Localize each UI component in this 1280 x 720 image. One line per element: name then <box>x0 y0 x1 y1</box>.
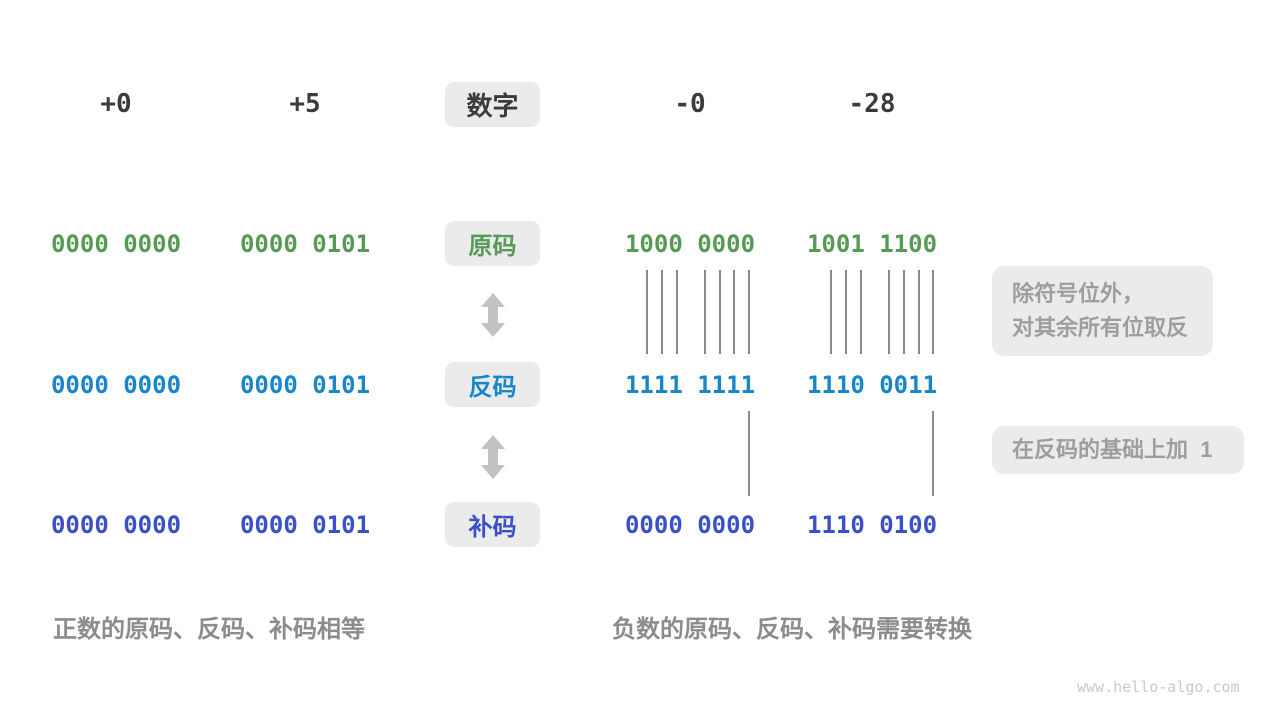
bit-connector-line <box>918 270 920 354</box>
sign-magnitude-bits-minus0: 1000 0000 <box>624 230 756 258</box>
tag-sign-magnitude: 原码 <box>445 221 540 266</box>
tag-ones-complement: 反码 <box>445 362 540 407</box>
bit-connector-line <box>932 270 934 354</box>
carry-connector-line <box>932 411 934 496</box>
annotation-invert-box: 除符号位外， 对其余所有位取反 <box>992 266 1213 356</box>
header-value-plus0: +0 <box>100 89 132 119</box>
updown-arrow-icon <box>481 435 505 479</box>
bit-connector-line <box>704 270 706 354</box>
tag-ones-complement-text: 反码 <box>468 374 517 401</box>
twos-complement-bits-plus0: 0000 0000 <box>50 511 182 539</box>
annotation-add-one-text: 在反码的基础上加 1 <box>1012 437 1213 462</box>
bit-connector-line <box>661 270 663 354</box>
ones-complement-bits-plus0: 0000 0000 <box>50 371 182 399</box>
twos-complement-bits-plus5: 0000 0101 <box>239 511 371 539</box>
ones-complement-bits-plus5: 0000 0101 <box>239 371 371 399</box>
header-label-text: 数字 <box>466 91 519 121</box>
ones-complement-bits-minus28: 1110 0011 <box>806 371 938 399</box>
header-value-minus28: -28 <box>848 89 896 119</box>
sign-magnitude-bits-plus0: 0000 0000 <box>50 230 182 258</box>
twos-complement-bits-minus28: 1110 0100 <box>806 511 938 539</box>
bit-connector-line <box>830 270 832 354</box>
tag-twos-complement: 补码 <box>445 502 540 547</box>
tag-twos-complement-text: 补码 <box>468 514 517 541</box>
annotation-add-one-box: 在反码的基础上加 1 <box>992 426 1244 474</box>
carry-connector-line <box>748 411 750 496</box>
bit-connector-line <box>748 270 750 354</box>
header-label-box: 数字 <box>445 82 540 127</box>
caption-negative: 负数的原码、反码、补码需要转换 <box>612 616 972 643</box>
bit-connector-line <box>903 270 905 354</box>
ones-complement-bits-minus0: 1111 1111 <box>624 371 756 399</box>
header-value-plus5: +5 <box>289 89 321 119</box>
bit-connector-line <box>845 270 847 354</box>
sign-magnitude-bits-plus5: 0000 0101 <box>239 230 371 258</box>
bit-connector-line <box>860 270 862 354</box>
bit-connector-line <box>888 270 890 354</box>
sign-magnitude-bits-minus28: 1001 1100 <box>806 230 938 258</box>
annotation-invert-line2: 对其余所有位取反 <box>1012 315 1189 340</box>
tag-sign-magnitude-text: 原码 <box>468 233 517 260</box>
twos-complement-bits-minus0: 0000 0000 <box>624 511 756 539</box>
bit-connector-line <box>733 270 735 354</box>
watermark: www.hello-algo.com <box>1077 678 1240 696</box>
updown-arrow-icon <box>481 293 505 337</box>
bit-connector-line <box>676 270 678 354</box>
caption-positive: 正数的原码、反码、补码相等 <box>53 616 365 643</box>
bit-connector-line <box>719 270 721 354</box>
header-value-minus0: -0 <box>674 89 706 119</box>
annotation-invert-line1: 除符号位外， <box>1012 281 1145 306</box>
bit-connector-line <box>646 270 648 354</box>
